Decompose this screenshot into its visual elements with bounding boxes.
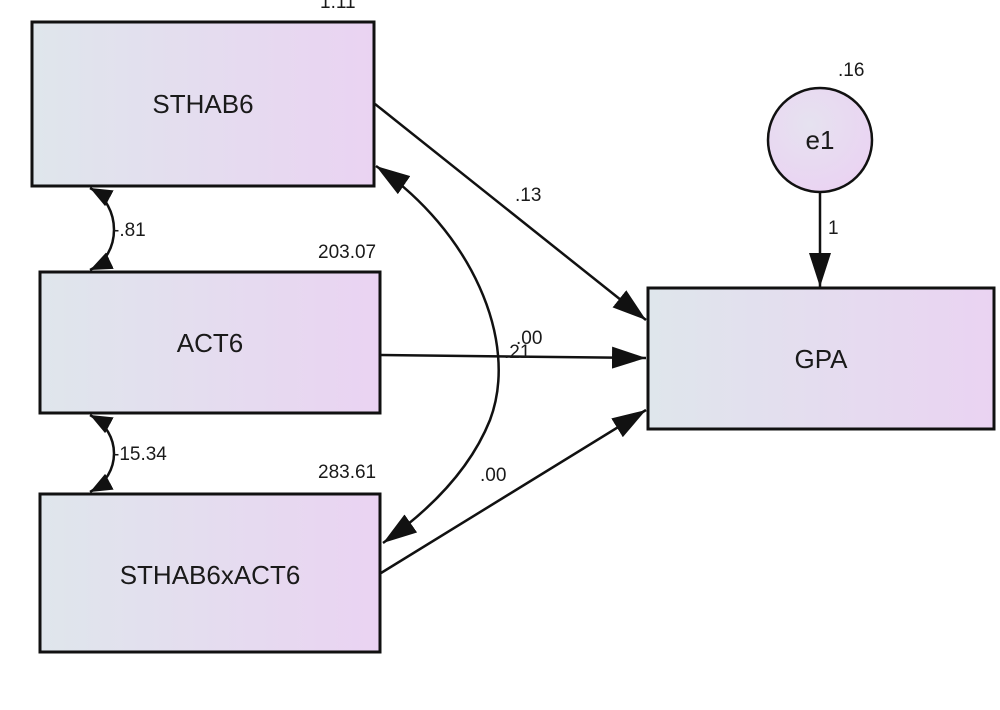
cov-act6-sthab6xact6: -15.34 bbox=[113, 444, 167, 465]
coef-act6-gpa: .00 bbox=[516, 328, 542, 349]
path-sthab6-gpa bbox=[374, 103, 647, 321]
covariance-sthab6-sthab6xact6 bbox=[375, 164, 500, 545]
coef-sthab6xact6-gpa: .00 bbox=[480, 465, 506, 486]
variance-sthab6xact6: 283.61 bbox=[318, 462, 376, 483]
node-sthab6xact6[interactable]: STHAB6xACT6 bbox=[38, 492, 382, 654]
variance-e1: .16 bbox=[838, 60, 864, 81]
covariance-act6-sthab6xact6 bbox=[89, 413, 116, 494]
node-sthab6xact6-label: STHAB6xACT6 bbox=[120, 560, 301, 590]
node-act6-label: ACT6 bbox=[177, 328, 243, 358]
cov-sthab6-sthab6xact6: .21 bbox=[504, 342, 530, 363]
node-sthab6[interactable]: STHAB6 bbox=[30, 20, 376, 188]
cov-sthab6-act6: -.81 bbox=[113, 220, 146, 241]
node-e1[interactable]: e1 bbox=[766, 86, 874, 194]
variance-sthab6: 1.11 bbox=[320, 0, 356, 13]
coef-e1-gpa: 1 bbox=[828, 218, 839, 239]
node-gpa-label: GPA bbox=[795, 344, 849, 374]
path-act6-gpa bbox=[380, 346, 647, 369]
path-sthab6xact6-gpa bbox=[380, 408, 647, 575]
node-gpa[interactable]: GPA bbox=[646, 286, 996, 431]
node-act6[interactable]: ACT6 bbox=[38, 270, 382, 415]
covariance-sthab6-act6 bbox=[89, 186, 116, 272]
node-sthab6-label: STHAB6 bbox=[152, 89, 253, 119]
variance-act6: 203.07 bbox=[318, 242, 376, 263]
coef-sthab6-gpa: .13 bbox=[515, 185, 541, 206]
node-e1-label: e1 bbox=[806, 125, 835, 155]
